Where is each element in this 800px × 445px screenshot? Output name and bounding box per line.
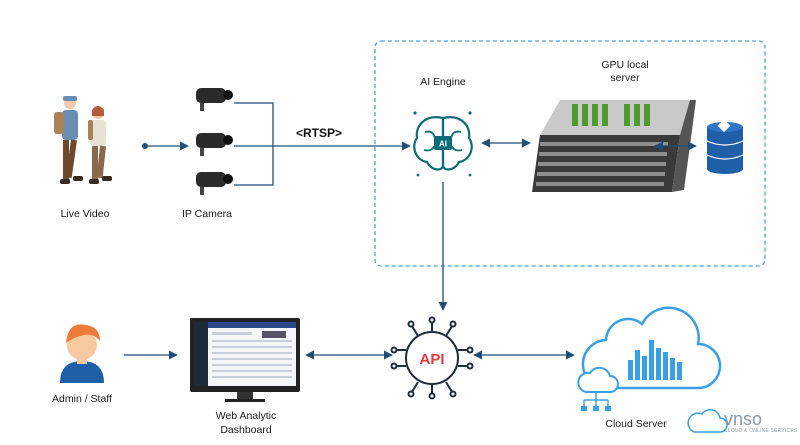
ai-chip-label: AI bbox=[439, 140, 447, 149]
vnso-logo-text: vnso bbox=[724, 409, 763, 429]
label-gpu-server-line1: GPU local bbox=[601, 59, 649, 71]
dashboard-monitor-icon bbox=[190, 318, 300, 402]
admin-avatar-icon bbox=[60, 324, 104, 383]
ai-brain-icon bbox=[413, 116, 473, 171]
vnso-logo: vnso CLOUD & ONLINE SERVICES bbox=[724, 410, 797, 434]
label-live-video: Live Video bbox=[60, 208, 110, 220]
label-cloud-server: Cloud Server bbox=[605, 418, 667, 430]
database-icon bbox=[706, 119, 744, 174]
api-label: API bbox=[419, 351, 444, 368]
camera-icon bbox=[196, 172, 233, 195]
label-dashboard-line2: Dashboard bbox=[220, 424, 272, 436]
gpu-server-icon bbox=[532, 100, 696, 192]
camera-icon bbox=[196, 88, 233, 111]
people-icon bbox=[54, 96, 112, 184]
api-icon bbox=[390, 316, 474, 400]
vnso-logo-cloud-icon bbox=[687, 409, 728, 433]
label-admin-staff: Admin / Staff bbox=[52, 393, 112, 405]
label-gpu-server-line2: server bbox=[610, 72, 640, 84]
camera-bracket bbox=[234, 102, 274, 186]
label-rtsp: <RTSP> bbox=[296, 126, 343, 140]
cloud-server-icon bbox=[577, 306, 722, 411]
label-ai-engine: AI Engine bbox=[420, 76, 466, 88]
camera-icon bbox=[196, 133, 233, 156]
label-ip-camera: IP Camera bbox=[182, 208, 232, 220]
local-boundary bbox=[374, 40, 766, 267]
vnso-logo-tagline: CLOUD & ONLINE SERVICES bbox=[724, 428, 798, 434]
sparkle-icon bbox=[413, 111, 472, 177]
label-dashboard-line1: Web Analytic bbox=[215, 410, 277, 422]
